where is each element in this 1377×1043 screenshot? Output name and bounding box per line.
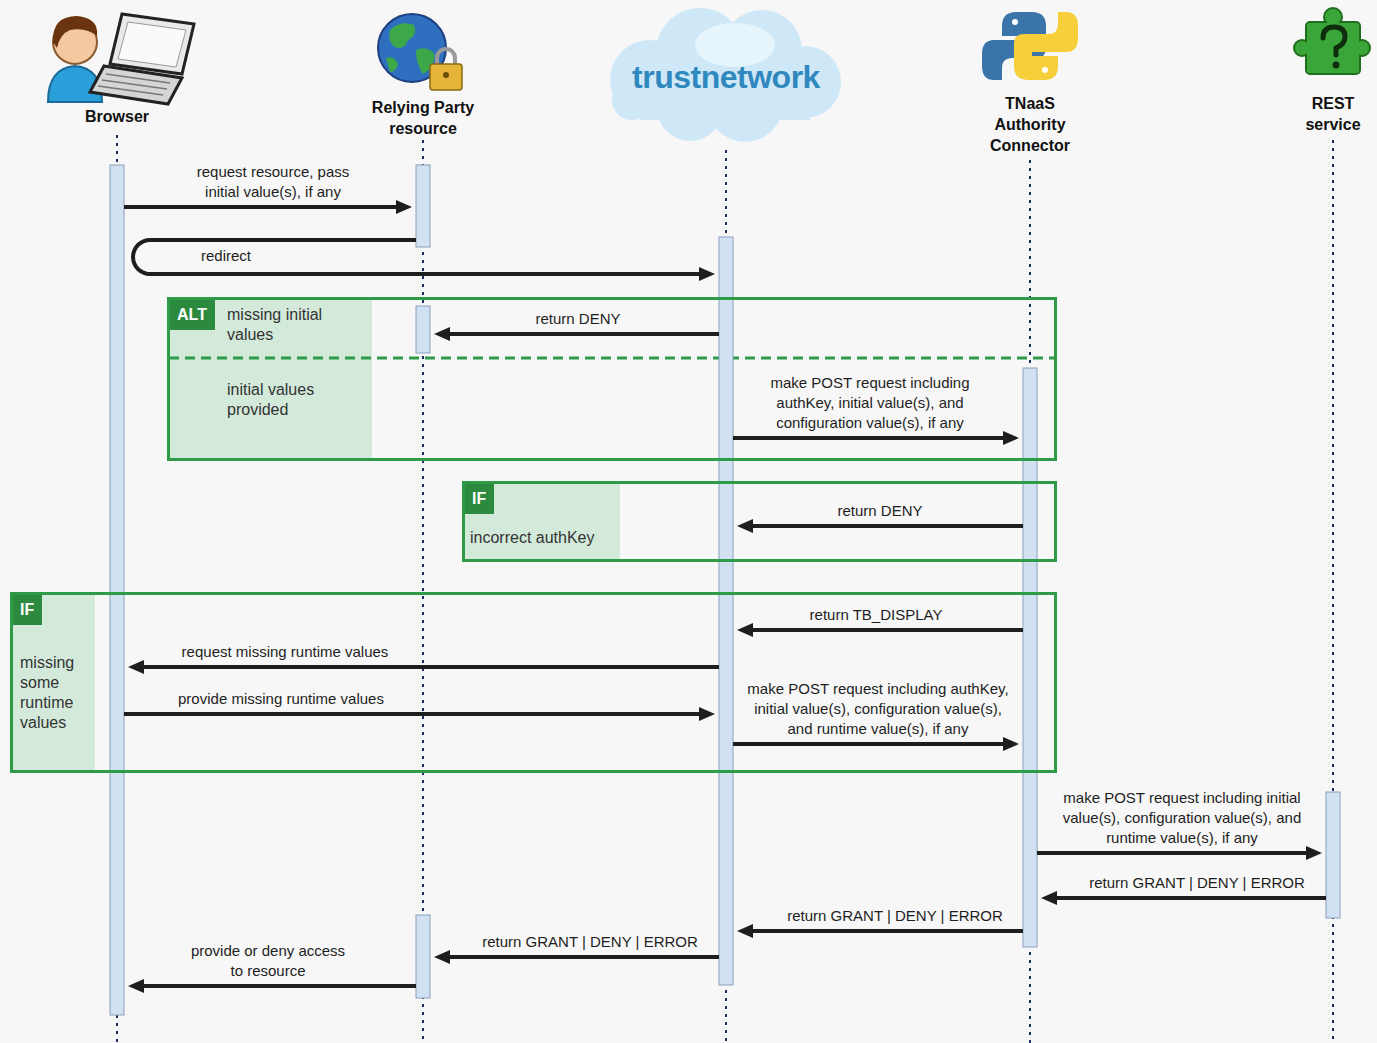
message-arrow xyxy=(747,929,1023,933)
browser-icon xyxy=(48,14,194,104)
message-arrow xyxy=(747,524,1023,528)
activation-bar xyxy=(110,165,124,1015)
activation-bar xyxy=(416,165,430,247)
message-arrow xyxy=(124,712,705,716)
guard-column xyxy=(10,592,95,772)
message-arrow xyxy=(1051,896,1326,900)
activation-bar xyxy=(719,237,733,985)
message-arrow xyxy=(444,955,719,959)
python-eye xyxy=(1042,67,1048,73)
question-mark xyxy=(1323,27,1345,55)
laptop-display xyxy=(118,22,186,67)
message-arrow xyxy=(747,628,1023,632)
puzzle-body xyxy=(1306,22,1360,74)
message-arrow xyxy=(138,665,719,669)
activation-bar xyxy=(1326,792,1340,918)
message-arrow xyxy=(444,332,719,336)
key-row xyxy=(98,86,163,95)
guard-condition: initial values provided xyxy=(227,380,357,420)
guard-condition: incorrect authKey xyxy=(470,528,620,548)
message-arrow xyxy=(138,984,416,988)
message-label: request resource, pass initial value(s),… xyxy=(181,162,366,202)
puzzle-icon xyxy=(1294,8,1370,74)
activation-bars xyxy=(110,165,1340,1015)
fragment-operator: ALT xyxy=(170,300,215,330)
guard-column xyxy=(462,481,620,561)
message-label: make POST request including initial valu… xyxy=(1047,788,1317,848)
message-label: return GRANT | DENY | ERROR xyxy=(775,906,1015,926)
message-label: provide or deny access to resource xyxy=(186,941,351,981)
guard-condition: missing some runtime values xyxy=(20,653,92,733)
participant-lifeline: TNaaS Authority Connector xyxy=(1023,160,1037,1043)
operand-divider xyxy=(169,357,1055,360)
participant-name: TNaaS Authority Connector xyxy=(975,93,1085,156)
question-dot xyxy=(1333,62,1340,69)
message-label: provide missing runtime values xyxy=(151,689,411,709)
message-label: return DENY xyxy=(478,309,678,329)
participant-lifeline: Browser xyxy=(110,135,124,1043)
message-label: make POST request including authKey, ini… xyxy=(750,373,990,433)
puzzle-piece xyxy=(1294,8,1370,74)
person-hair xyxy=(53,16,97,48)
python-yellow xyxy=(1014,12,1078,80)
message-label: return DENY xyxy=(780,501,980,521)
fragment-operator: IF xyxy=(465,484,494,514)
activation-bar xyxy=(416,915,430,998)
participant-lifeline: REST service xyxy=(1326,140,1340,1043)
message-arrow xyxy=(733,436,1009,440)
padlock-body xyxy=(430,64,462,90)
participant-name: Relying Party resource xyxy=(358,97,488,139)
puzzle-fill xyxy=(1307,23,1359,73)
activation-bar xyxy=(1023,368,1037,947)
participant-name: REST service xyxy=(1293,93,1373,135)
message-label: make POST request including authKey, ini… xyxy=(740,679,1016,739)
python-eye xyxy=(1012,19,1018,25)
message-label: return GRANT | DENY | ERROR xyxy=(470,932,710,952)
guard-condition: missing initial values xyxy=(227,305,357,345)
activation-bar xyxy=(416,306,430,353)
participant-lifeline: trustnetwork xyxy=(719,150,733,1043)
globe-lock-icon xyxy=(378,14,462,90)
combined-fragment: IF incorrect authKey xyxy=(462,481,1057,562)
laptop-screen xyxy=(110,14,194,74)
python-logo xyxy=(982,12,1078,80)
continent xyxy=(389,23,415,48)
message-arrow xyxy=(1037,851,1312,855)
message-arrow xyxy=(124,205,402,209)
guard-column xyxy=(167,297,372,460)
message-arrow xyxy=(733,742,1009,746)
participant-name: Browser xyxy=(62,106,172,127)
logo-text: trustnetwork xyxy=(606,57,846,97)
message-label: return GRANT | DENY | ERROR xyxy=(1077,873,1317,893)
fragment-operator: IF xyxy=(13,595,42,625)
keyhole xyxy=(443,72,449,78)
message-label: request missing runtime values xyxy=(155,642,415,662)
continent xyxy=(386,57,398,72)
lifelines xyxy=(117,135,1333,1043)
message-arrow xyxy=(133,240,705,274)
message-label: return TB_DISPLAY xyxy=(766,605,986,625)
laptop-base xyxy=(90,66,182,104)
message-label: redirect xyxy=(176,246,276,266)
laptop-keys xyxy=(98,74,170,95)
